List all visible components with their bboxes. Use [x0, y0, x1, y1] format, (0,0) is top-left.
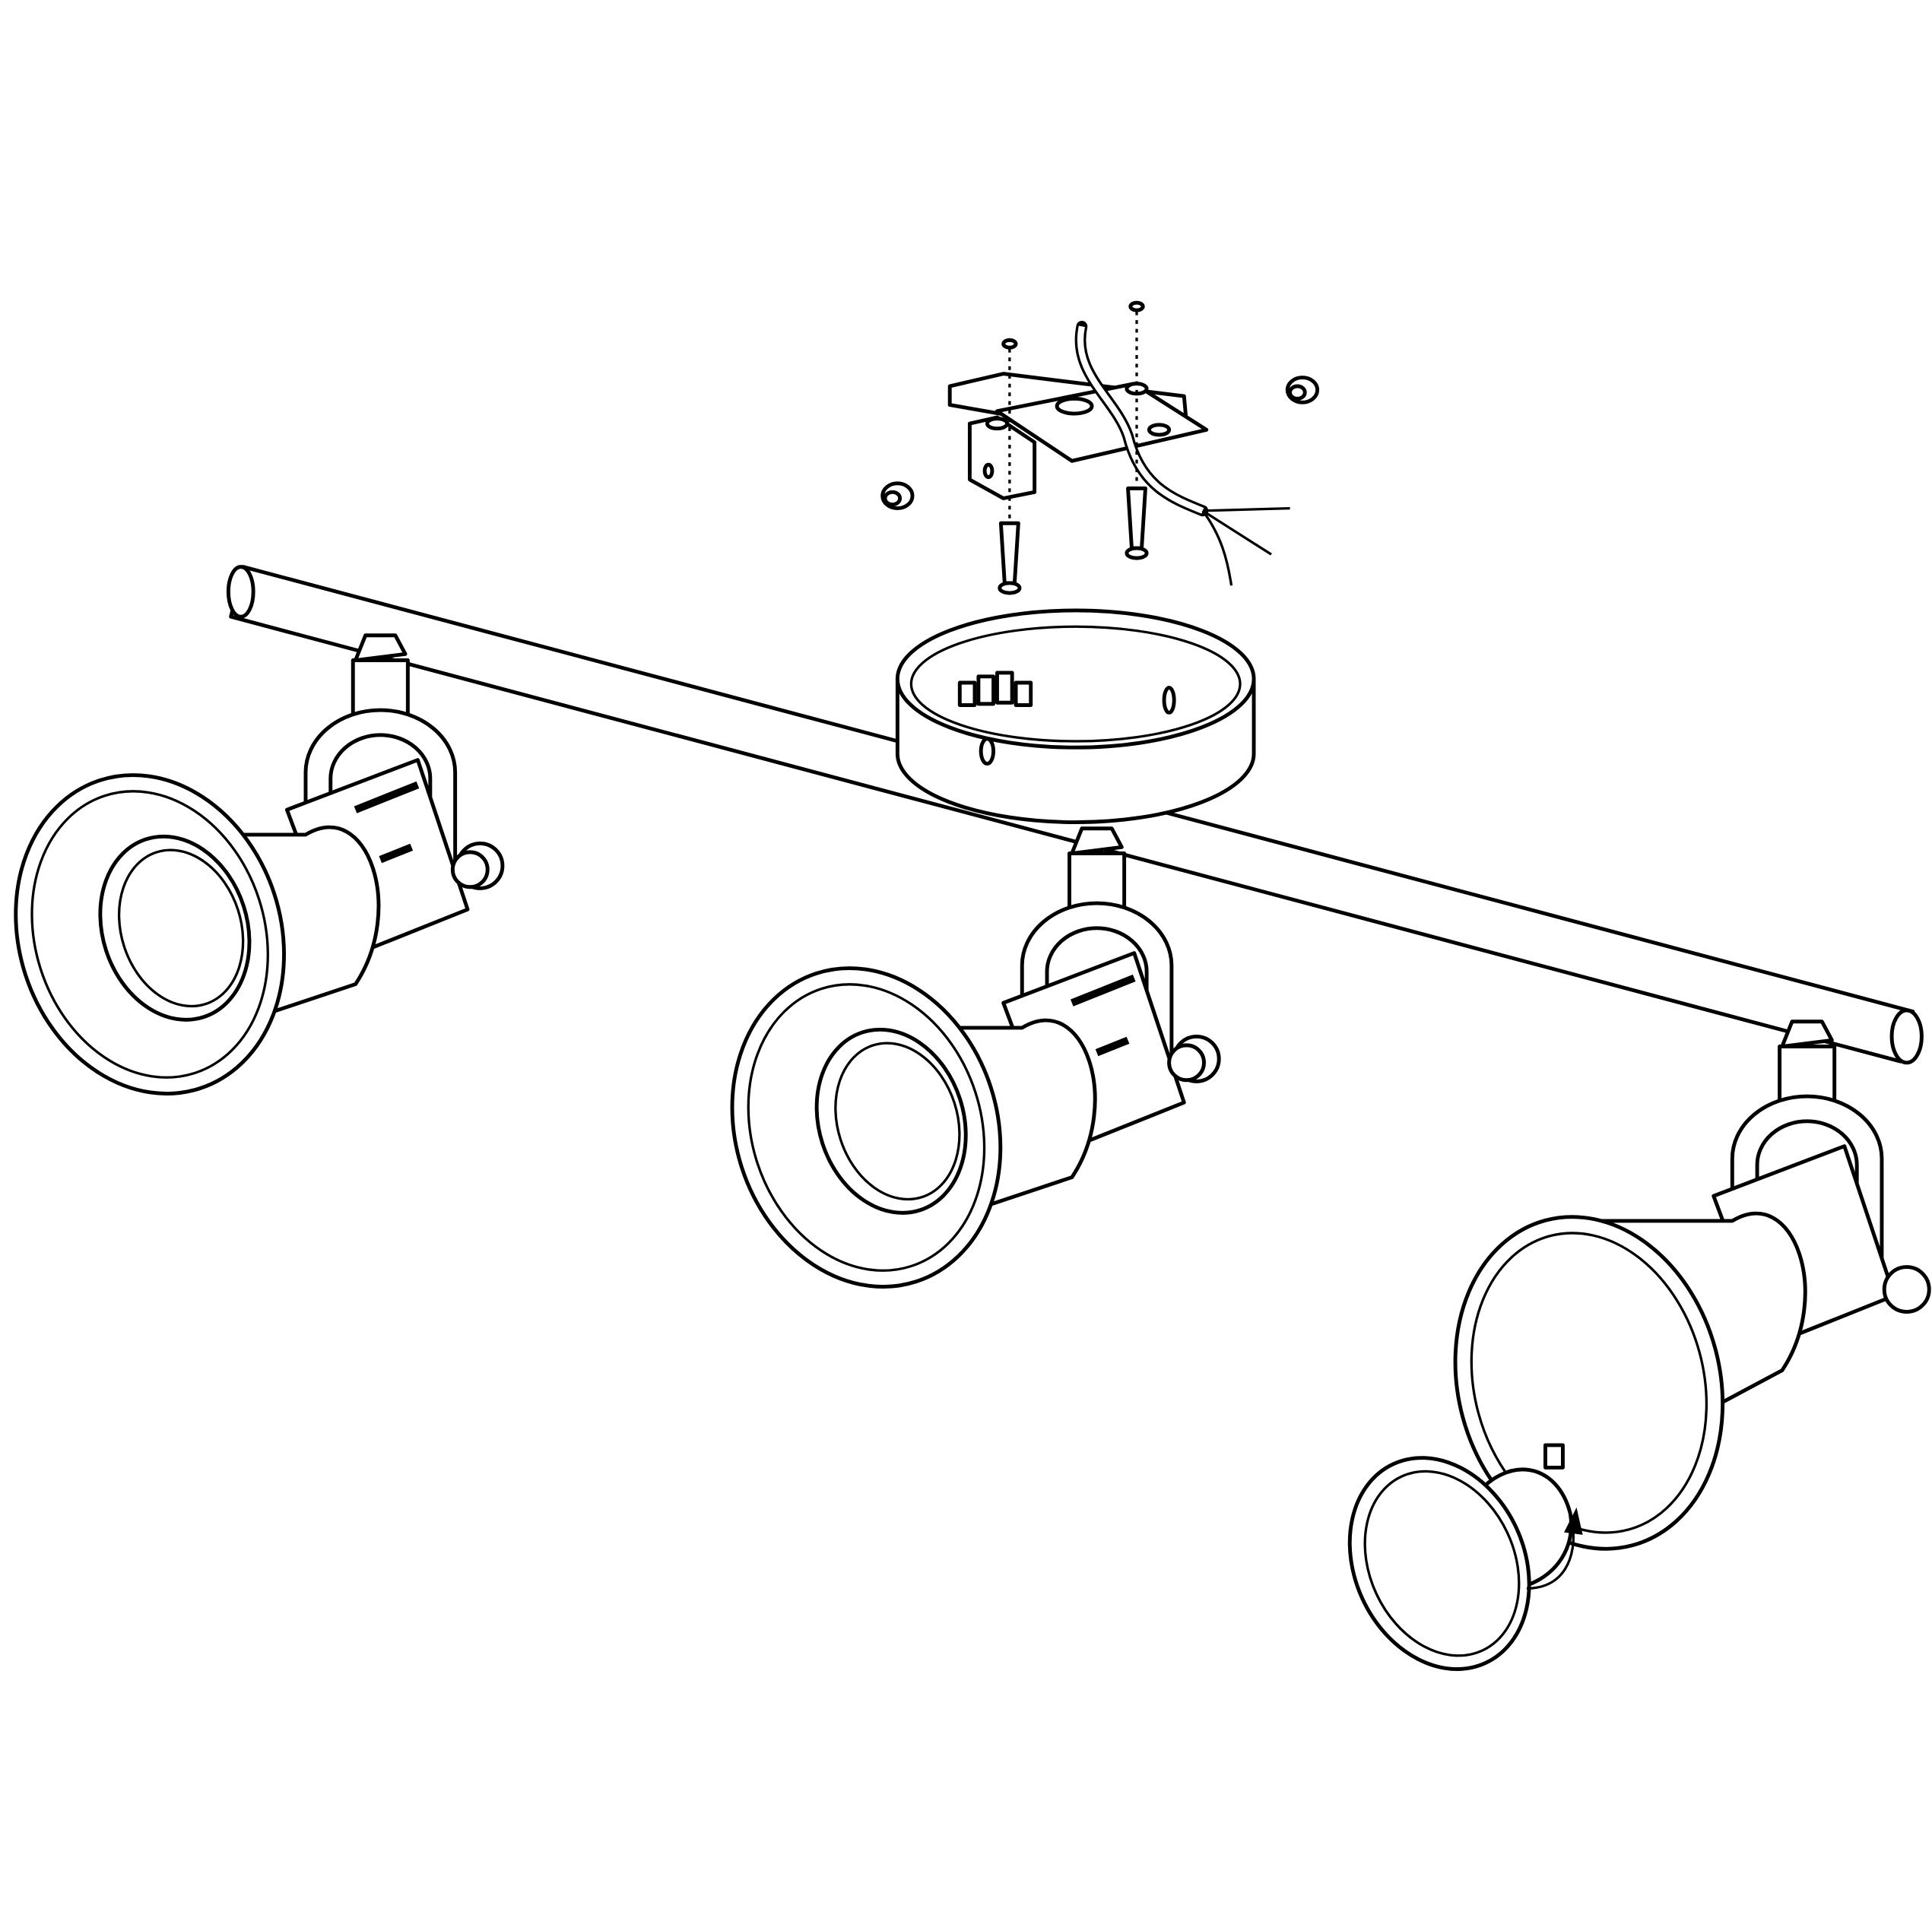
spotlight	[0, 636, 503, 1129]
supply-wires	[1074, 320, 1290, 586]
spotlight	[1453, 1019, 1931, 1551]
screws	[998, 300, 1149, 595]
spotlight	[692, 829, 1219, 1322]
mounting-bracket	[947, 372, 1209, 500]
wall-plugs	[880, 376, 1320, 511]
canopy	[895, 608, 1256, 825]
bulb	[1347, 1443, 1583, 1671]
